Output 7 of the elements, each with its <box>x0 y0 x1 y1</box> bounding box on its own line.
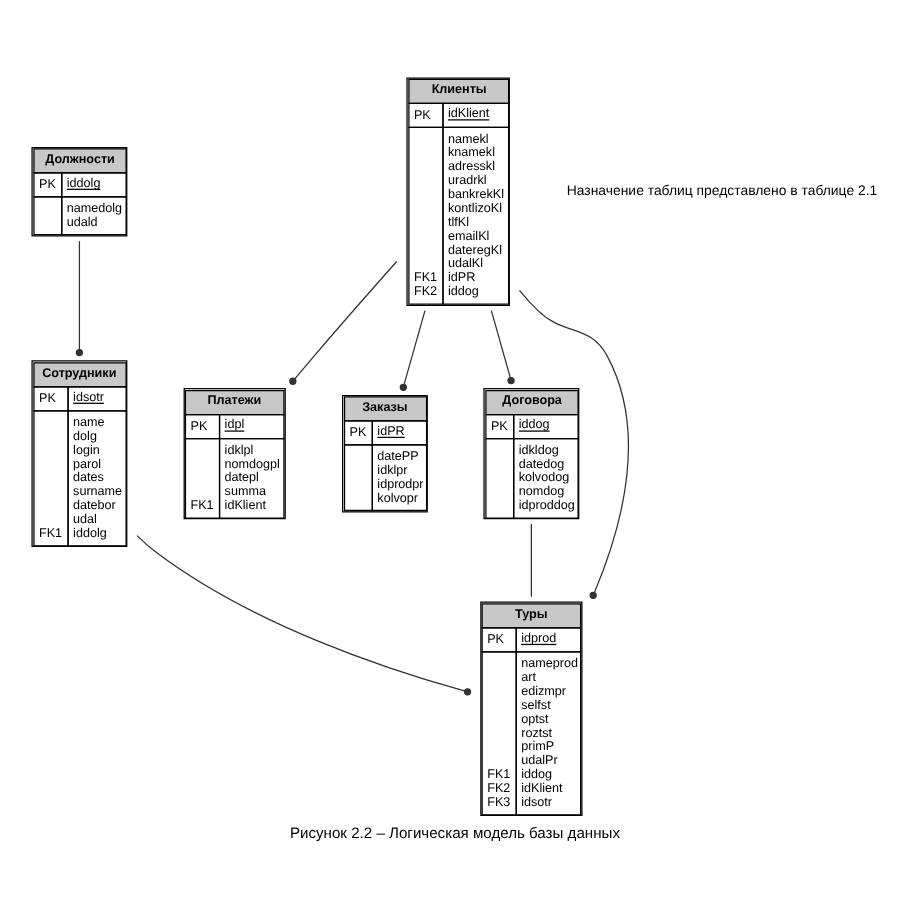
connector <box>518 289 629 599</box>
connector <box>490 309 515 385</box>
connector <box>136 534 472 696</box>
connector <box>289 260 398 385</box>
connector <box>75 240 84 357</box>
connector <box>399 309 426 391</box>
connector <box>530 523 532 598</box>
